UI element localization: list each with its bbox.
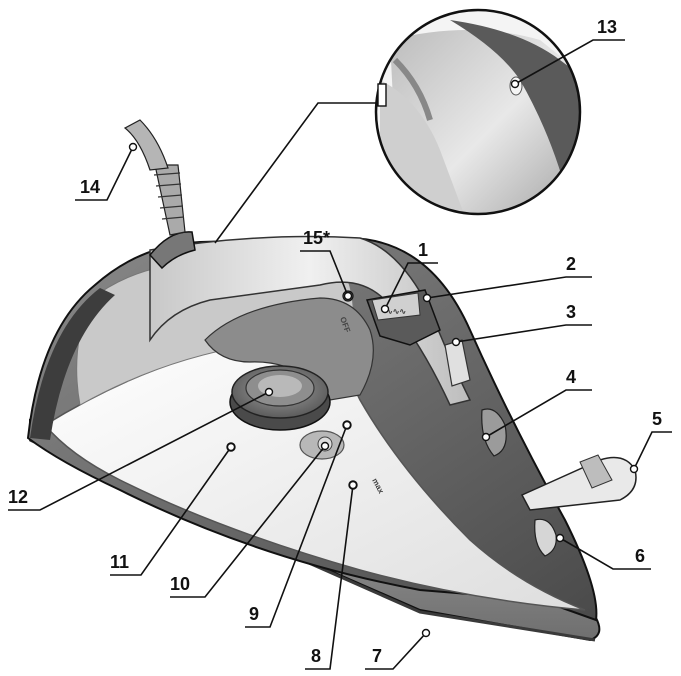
front-button [534,518,557,557]
callout-2: 2 [422,254,592,303]
handle-hole [204,297,374,401]
callout-label-5: 5 [652,409,662,429]
callout-label-12: 12 [8,487,28,507]
callout-label-11: 11 [110,552,129,572]
callout-13: 13 [510,17,625,89]
callout-label-13: 13 [597,17,617,37]
callout-10: 10 [170,441,330,598]
callout-label-4: 4 [566,367,576,387]
callout-label-1: 1 [418,240,428,260]
callout-label-15: 15* [303,228,330,248]
callout-11: 11 [110,442,236,576]
callout-1: 1 [380,240,438,314]
callout-label-8: 8 [311,646,321,666]
callout-7: 7 [365,628,431,670]
callout-9: 9 [245,420,352,628]
callout-label-14: 14 [80,177,100,197]
callout-3: 3 [451,302,592,347]
steam-scale-text: ∿∿∿ [386,307,406,316]
callout-label-9: 9 [249,604,259,624]
callout-label-2: 2 [566,254,576,274]
callout-label-10: 10 [170,574,190,594]
callout-4: 4 [481,367,592,442]
callout-label-3: 3 [566,302,576,322]
handle [149,235,472,406]
temperature-dial [229,365,331,431]
zoom-inset [214,8,582,244]
callout-6: 6 [555,533,651,570]
callout-12: 12 [8,387,274,511]
callout-8: 8 [305,480,358,670]
callout-14: 14 [75,142,138,201]
rear-spine [30,288,115,440]
cord-protector [123,119,196,270]
callout-label-7: 7 [372,646,382,666]
callout-15: 15* [300,228,353,301]
iron-illustration: ∿∿∿ max OFF [26,119,637,642]
callout-label-6: 6 [635,546,645,566]
callout-5: 5 [629,409,672,474]
